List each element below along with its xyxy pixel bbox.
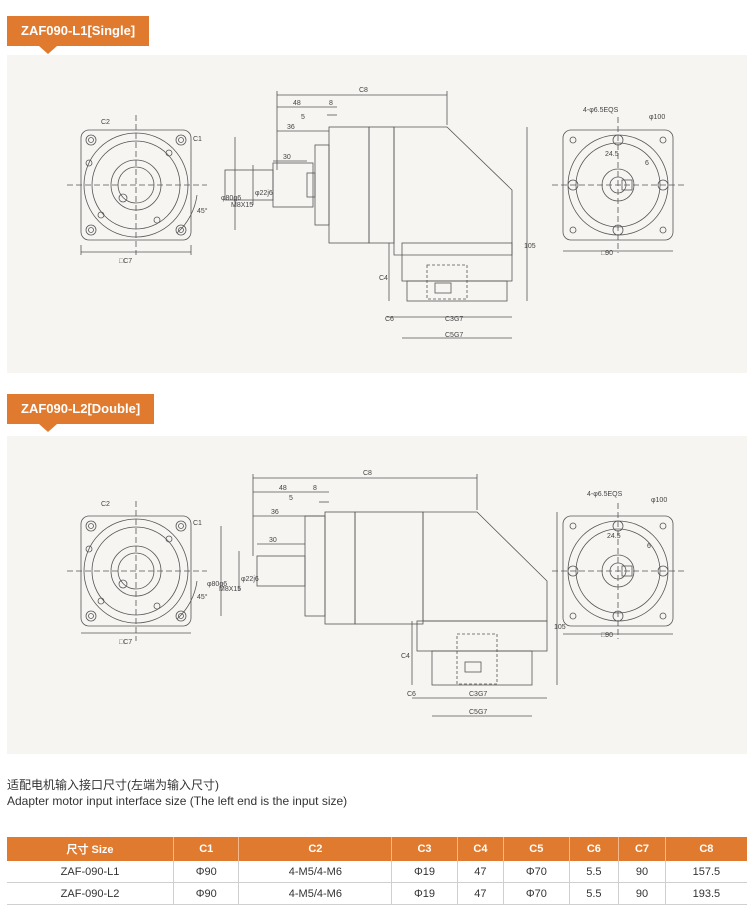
- label-key-w: 6: [645, 160, 649, 167]
- table-header-row: 尺寸 Size C1 C2 C3 C4 C5 C6 C7 C8: [7, 837, 747, 861]
- label-thread: M8X15: [231, 202, 253, 209]
- label-8: 8: [313, 485, 317, 492]
- cell-c8: 157.5: [665, 861, 747, 883]
- label-pcd: φ100: [651, 497, 667, 504]
- cell-c3: Φ19: [391, 861, 458, 883]
- label-sq90: □90: [601, 250, 613, 257]
- caption-chinese: 适配电机输入接口尺寸(左端为输入尺寸): [7, 778, 219, 792]
- label-pcd: φ100: [649, 114, 665, 121]
- cell-c1: Φ90: [173, 861, 240, 883]
- table-row: ZAF-090-L2 Φ90 4-M5/4-M6 Φ19 47 Φ70 5.5 …: [7, 882, 747, 905]
- header-c5: C5: [503, 837, 570, 861]
- technical-drawing-single: C2 C1 45° □C7 C8 48 8 5 36 30 φ22j6 φ80g…: [67, 87, 685, 339]
- spec-table: 尺寸 Size C1 C2 C3 C4 C5 C6 C7 C8 ZAF-090-…: [7, 837, 747, 905]
- cell-c5: Φ70: [503, 861, 570, 883]
- cell-c6: 5.5: [569, 861, 620, 883]
- label-c6: C6: [385, 316, 394, 323]
- label-5: 5: [301, 114, 305, 121]
- drawing-panel-single: C2 C1 45° □C7 C8 48 8 5 36 30 φ22j6 φ80g…: [7, 55, 747, 373]
- cell-c2: 4-M5/4-M6: [238, 861, 393, 883]
- cell-c5: Φ70: [503, 882, 570, 905]
- header-c3: C3: [391, 837, 458, 861]
- header-c6: C6: [569, 837, 620, 861]
- header-size: 尺寸 Size: [7, 837, 175, 861]
- section-title-double: ZAF090-L2[Double]: [7, 394, 155, 432]
- label-sq90: □90: [601, 632, 613, 639]
- label-c7: □C7: [119, 639, 132, 646]
- cell-c7: 90: [618, 861, 666, 883]
- label-bolts: 4-φ6.5EQS: [587, 491, 623, 498]
- header-c4: C4: [457, 837, 505, 861]
- label-c4: C4: [401, 653, 410, 660]
- label-shaft: φ22j6: [241, 576, 259, 583]
- label-angle: 45°: [197, 593, 208, 601]
- label-key: 24.5: [607, 533, 621, 540]
- cell-c2: 4-M5/4-M6: [238, 882, 393, 905]
- label-c1: C1: [193, 520, 202, 527]
- cell-c6: 5.5: [569, 882, 620, 905]
- cell-model: ZAF-090-L1: [7, 861, 175, 883]
- header-c1: C1: [173, 837, 240, 861]
- cell-c3: Φ19: [391, 882, 458, 905]
- cell-c8: 193.5: [665, 882, 747, 905]
- label-8: 8: [329, 100, 333, 107]
- label-thread: M8X15: [219, 586, 241, 593]
- label-c3: C3G7: [445, 316, 463, 323]
- label-c8: C8: [359, 87, 368, 94]
- header-c2: C2: [238, 837, 393, 861]
- label-30: 30: [269, 537, 277, 544]
- technical-drawing-double: C2 C1 45° □C7 C8 48 8 5 36 30 φ22j6 φ80g…: [67, 470, 685, 717]
- drawing-panel-double: C2 C1 45° □C7 C8 48 8 5 36 30 φ22j6 φ80g…: [7, 436, 747, 754]
- cell-c7: 90: [618, 882, 666, 905]
- label-shaft: φ22j6: [255, 190, 273, 197]
- label-c7: □C7: [119, 258, 132, 265]
- label-key: 24.5: [605, 151, 619, 158]
- label-c6: C6: [407, 691, 416, 698]
- cell-model: ZAF-090-L2: [7, 882, 175, 905]
- label-bolts: 4-φ6.5EQS: [583, 107, 619, 114]
- label-105: 105: [554, 624, 566, 631]
- label-5: 5: [289, 495, 293, 502]
- label-c3: C3G7: [469, 691, 487, 698]
- label-angle: 45°: [197, 207, 208, 215]
- table-row: ZAF-090-L1 Φ90 4-M5/4-M6 Φ19 47 Φ70 5.5 …: [7, 861, 747, 883]
- cell-c4: 47: [457, 882, 505, 905]
- label-c8: C8: [363, 470, 372, 477]
- label-pilot: φ80g6: [207, 581, 227, 588]
- label-c1: C1: [193, 136, 202, 143]
- cell-c1: Φ90: [173, 882, 240, 905]
- caption-english: Adapter motor input interface size (The …: [7, 794, 348, 808]
- label-c4: C4: [379, 275, 388, 282]
- label-48: 48: [279, 485, 287, 492]
- header-c8: C8: [665, 837, 747, 861]
- label-pilot: φ80g6: [221, 195, 241, 202]
- section-title-single: ZAF090-L1[Single]: [7, 16, 150, 54]
- label-c2: C2: [101, 119, 110, 126]
- label-36: 36: [271, 509, 279, 516]
- label-c2: C2: [101, 501, 110, 508]
- label-36: 36: [287, 124, 295, 131]
- label-c5: C5G7: [469, 709, 487, 716]
- label-48: 48: [293, 100, 301, 107]
- label-c5: C5G7: [445, 332, 463, 339]
- cell-c4: 47: [457, 861, 505, 883]
- label-105: 105: [524, 243, 536, 250]
- label-30: 30: [283, 154, 291, 161]
- header-c7: C7: [618, 837, 666, 861]
- label-key-w: 6: [647, 543, 651, 550]
